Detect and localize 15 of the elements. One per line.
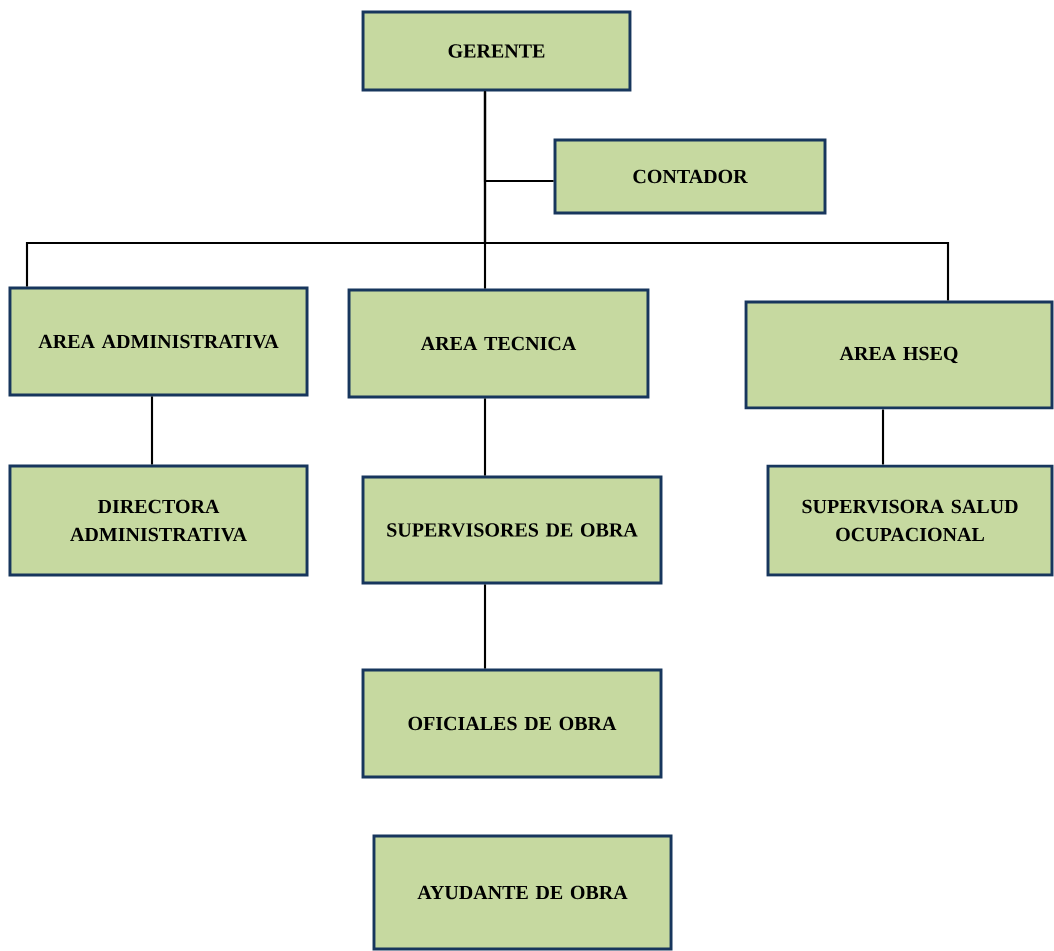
org-box: AREA TECNICA (347, 288, 650, 399)
connector-line (483, 584, 487, 669)
org-box: SUPERVISORES DE OBRA (361, 475, 663, 585)
connector-line (483, 91, 950, 301)
org-box: DIRECTORA ADMINISTRATIVA (8, 464, 309, 577)
org-box: CONTADOR (553, 138, 827, 215)
org-box: OFICIALES DE OBRA (361, 668, 663, 779)
org-box: AREA HSEQ (744, 300, 1054, 410)
connector-line (483, 398, 487, 476)
connector-line (150, 396, 154, 465)
org-box: SUPERVISORA SALUD OCUPACIONAL (766, 464, 1054, 577)
connector-line (881, 409, 885, 465)
org-box: AYUDANTE DE OBRA (372, 834, 673, 951)
org-box: AREA ADMINISTRATIVA (8, 286, 309, 397)
org-box: GERENTE (361, 10, 632, 92)
